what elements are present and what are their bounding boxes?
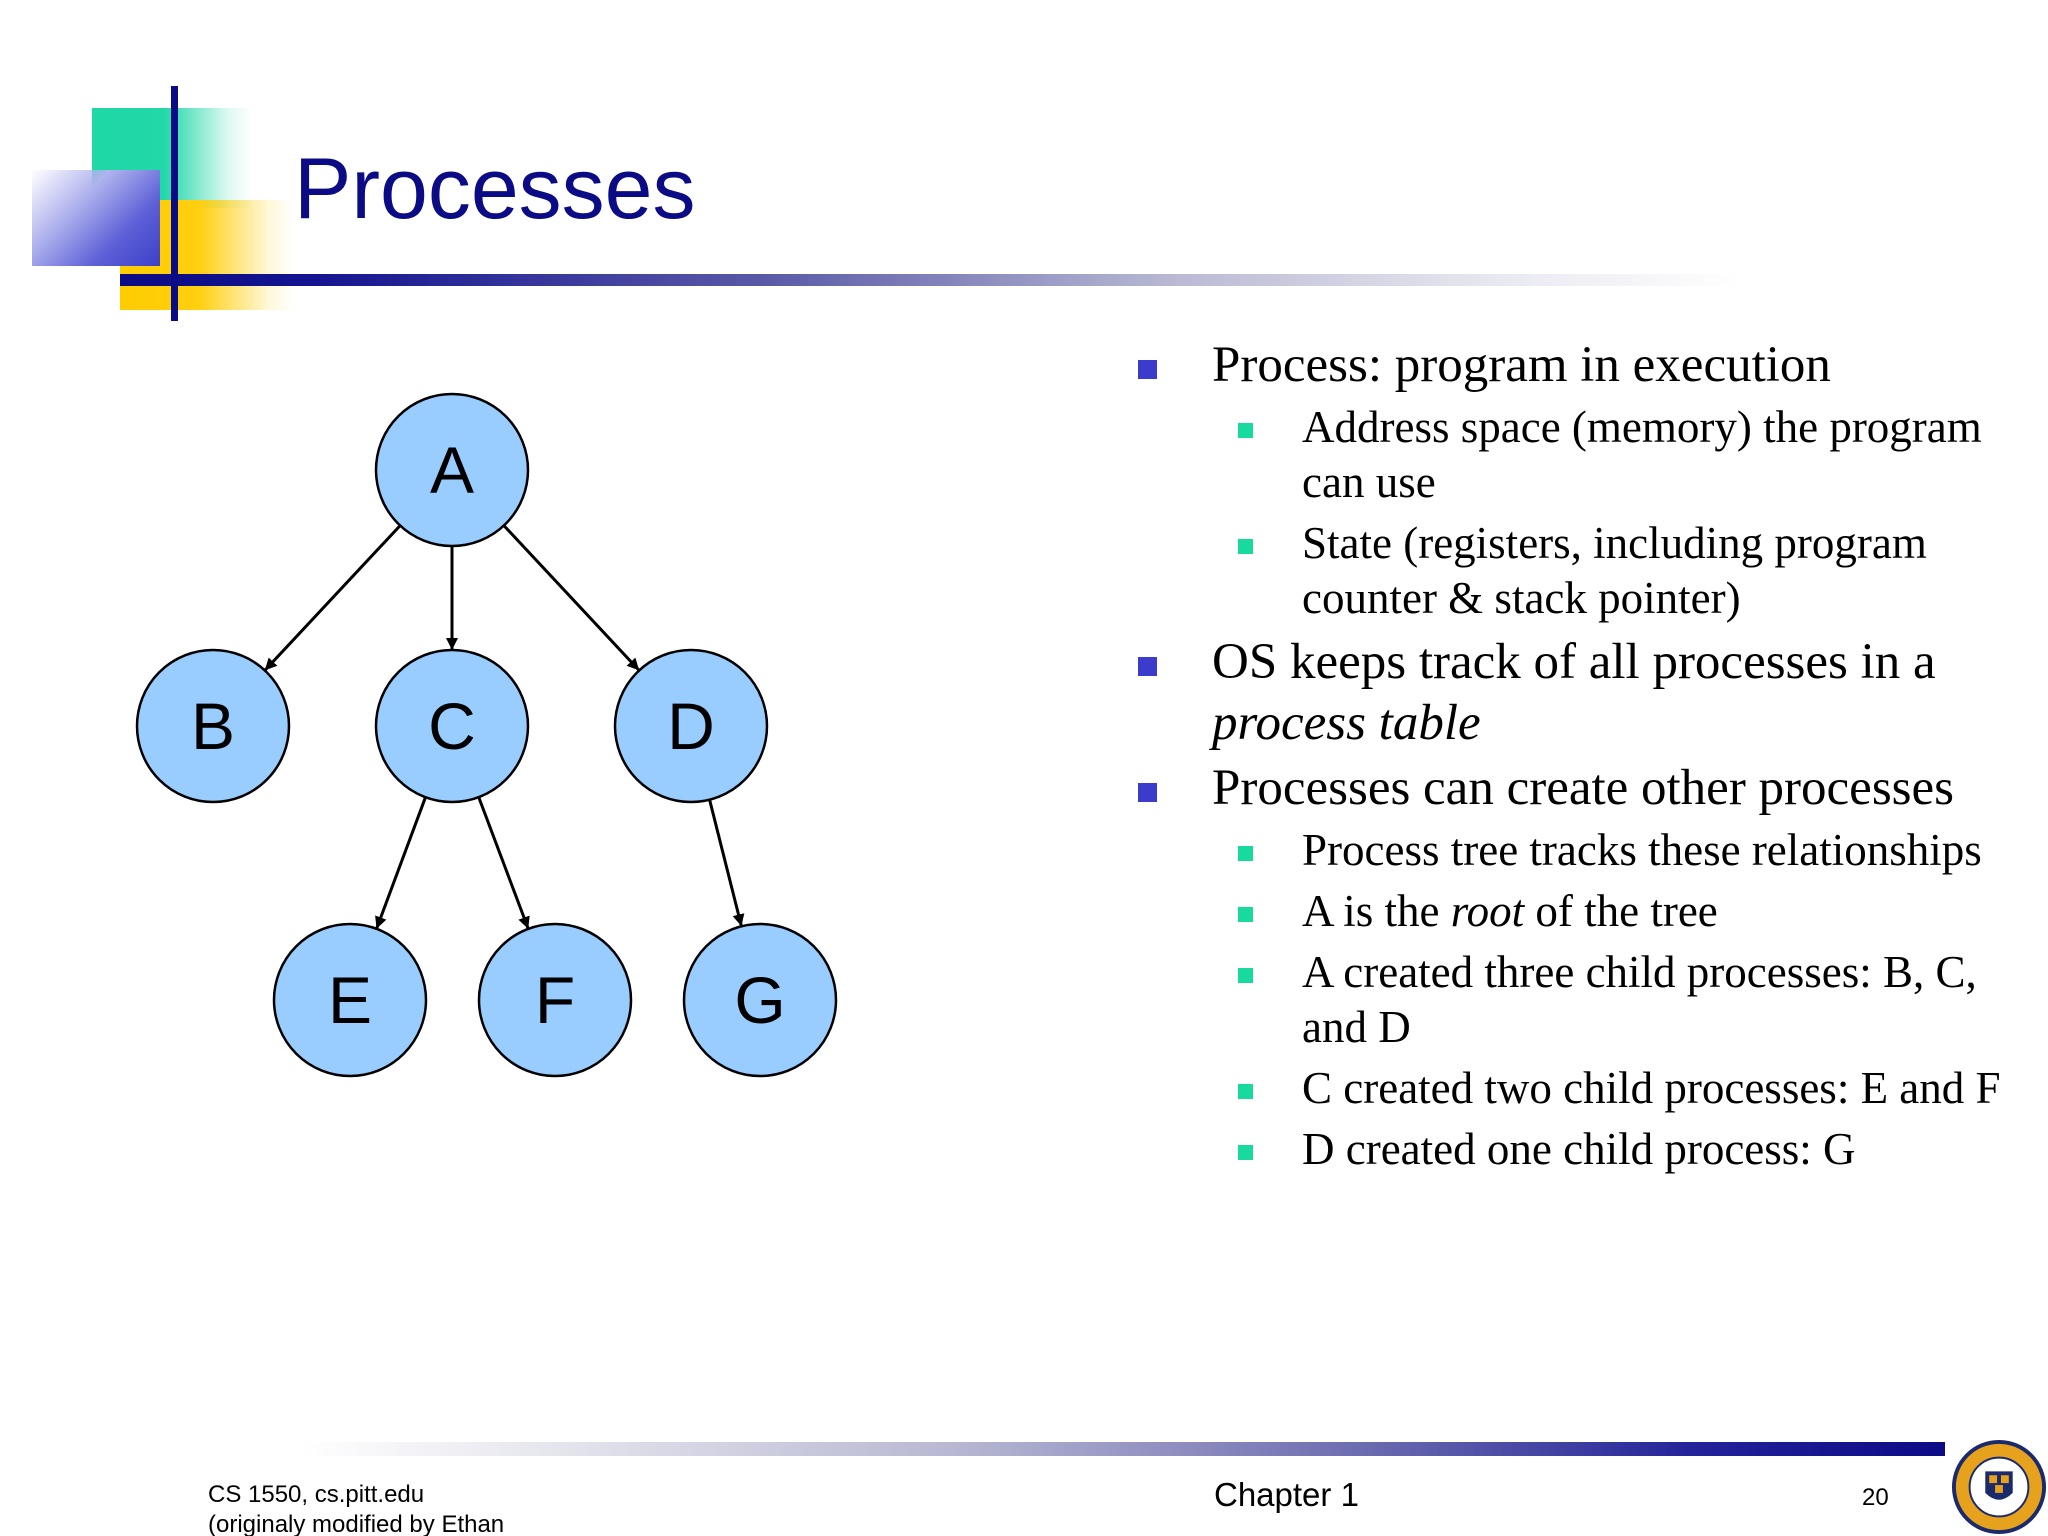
footer-course-line2: (originaly modified by Ethan — [208, 1511, 505, 1536]
bullet-create-processes: Processes can create other processes — [1130, 758, 2010, 819]
sub-bullet-square-icon — [1238, 1084, 1253, 1099]
tree-node-label: A — [430, 433, 474, 507]
footer-course-line1: CS 1550, cs.pitt.edu — [208, 1481, 425, 1508]
tree-node-circle — [477, 922, 633, 1078]
tree-node-label: F — [535, 963, 575, 1037]
tree-node-label: C — [428, 689, 476, 763]
tree-edge-c-e — [375, 796, 427, 929]
tree-node-circle — [272, 922, 428, 1078]
sub-bullet-square-icon — [1238, 907, 1253, 922]
tree-node-label: D — [667, 689, 715, 763]
tree-node-circle — [374, 648, 530, 804]
bullet-square-icon — [1138, 657, 1157, 676]
sub-bullet-text: Address space (memory) the program can u… — [1302, 402, 1982, 507]
tree-nodes: A B C D E F G — [135, 392, 838, 1078]
sub-bullet-state: State (registers, including program coun… — [1130, 516, 2010, 626]
sub-bullet-square-icon — [1238, 423, 1253, 438]
sub-bullet-text: A is the — [1302, 886, 1451, 936]
tree-node-f: F — [477, 922, 633, 1078]
sub-bullet-text: D created one child process: G — [1302, 1124, 1856, 1174]
footer-chapter: Chapter 1 — [1214, 1476, 1359, 1513]
bullet-text: Processes can create other processes — [1212, 760, 1954, 816]
university-seal-icon — [1951, 1439, 2047, 1535]
sub-bullet-emphasis: root — [1450, 886, 1525, 936]
bullet-process-table: OS keeps track of all processes in a pro… — [1130, 632, 2010, 754]
sub-bullet-text-end: of the tree — [1524, 886, 1718, 936]
bullet-text: Process: program in execution — [1212, 337, 1831, 393]
tree-node-circle — [135, 648, 291, 804]
sub-bullet-text: Process tree tracks these relationships — [1302, 825, 1982, 875]
tree-node-b: B — [135, 648, 291, 804]
sub-bullet-square-icon — [1238, 846, 1253, 861]
tree-node-d: D — [613, 648, 769, 804]
sub-bullet-text: A created three child processes: B, C, a… — [1302, 947, 1977, 1052]
bullet-text: OS keeps track of all processes in a — [1212, 634, 1936, 690]
decor-vertical-line — [171, 86, 178, 321]
footer-course-info: CS 1550, cs.pitt.edu (originaly modified… — [208, 1480, 504, 1536]
sub-bullet-c-children: C created two child processes: E and F — [1130, 1061, 2010, 1116]
tree-node-label: E — [328, 963, 372, 1037]
sub-bullet-text: State (registers, including program coun… — [1302, 518, 1927, 623]
decor-blue-block — [32, 170, 160, 266]
bullet-square-icon — [1138, 360, 1157, 379]
tree-node-e: E — [272, 922, 428, 1078]
bullet-square-icon — [1138, 783, 1157, 802]
bullet-list: Process: program in execution Address sp… — [1130, 335, 2010, 1183]
bullet-emphasis: process table — [1212, 695, 1481, 751]
sub-bullet-a-children: A created three child processes: B, C, a… — [1130, 945, 2010, 1055]
slide-title: Processes — [294, 141, 696, 237]
sub-bullet-square-icon — [1238, 968, 1253, 983]
tree-node-label: B — [191, 689, 235, 763]
tree-node-circle — [682, 922, 838, 1078]
sub-bullet-d-children: D created one child process: G — [1130, 1122, 2010, 1177]
bullet-process-definition: Process: program in execution — [1130, 335, 2010, 396]
tree-node-circle — [613, 648, 769, 804]
tree-node-circle — [374, 392, 530, 548]
sub-bullet-square-icon — [1238, 539, 1253, 554]
sub-bullet-text: C created two child processes: E and F — [1302, 1063, 2001, 1113]
page-number: 20 — [1862, 1484, 1889, 1511]
tree-edges — [264, 524, 745, 929]
tree-edge-d-g — [708, 799, 745, 927]
tree-node-c: C — [374, 648, 530, 804]
sub-bullet-square-icon — [1238, 1145, 1253, 1160]
sub-bullet-address-space: Address space (memory) the program can u… — [1130, 400, 2010, 510]
title-underline — [120, 274, 1740, 286]
footer-rule — [300, 1442, 1945, 1456]
sub-bullet-process-tree: Process tree tracks these relationships — [1130, 823, 2010, 878]
tree-edge-a-b — [264, 524, 402, 671]
tree-edge-a-d — [502, 524, 640, 671]
tree-edge-c-f — [477, 796, 530, 929]
sub-bullet-root: A is the root of the tree — [1130, 884, 2010, 939]
tree-node-label: G — [734, 963, 785, 1037]
tree-node-g: G — [682, 922, 838, 1078]
tree-node-a: A — [374, 392, 530, 548]
